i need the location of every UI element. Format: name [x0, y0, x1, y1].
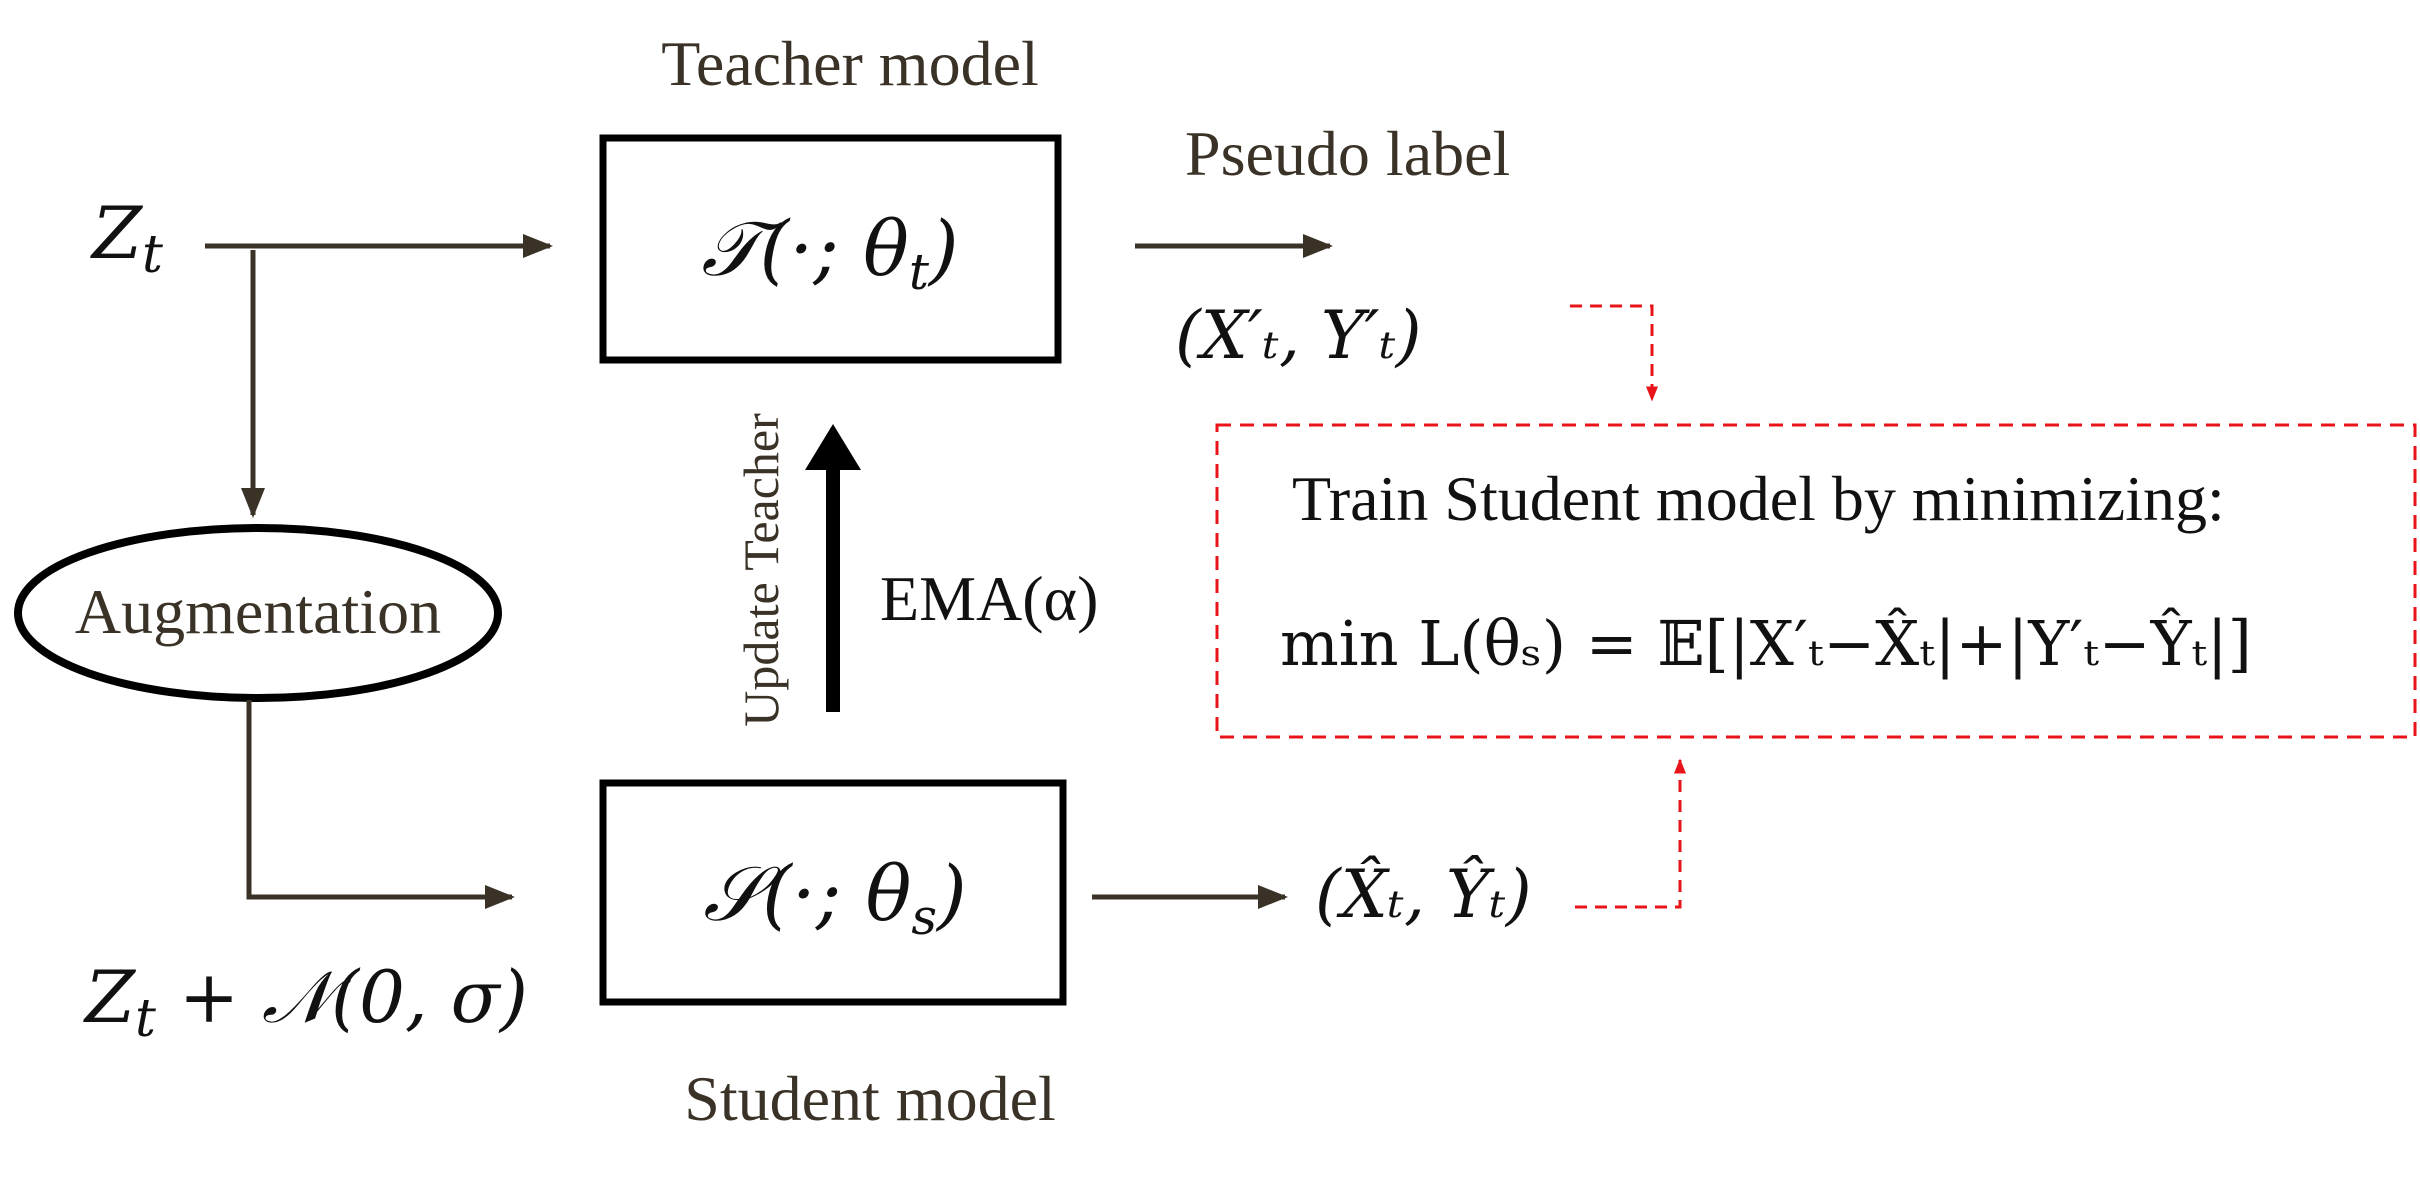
input-z-t: Zt: [90, 191, 163, 285]
dashed-student-output-to-loss: [1575, 758, 1686, 909]
student-box: [599, 779, 1067, 1006]
teacher-function: 𝒯(·; θt): [701, 204, 958, 301]
dashed-pseudo-to-loss: [1570, 304, 1658, 402]
noisy-input-label: Zt + 𝒩(0, σ): [83, 955, 528, 1049]
teacher-box: [599, 134, 1062, 364]
train-student-title: Train Student model by minimizing:: [1292, 463, 2225, 534]
student-model-label: Student model: [684, 1063, 1056, 1134]
arrow-augmentation-to-student: [246, 700, 515, 909]
loss-box: [1215, 423, 2417, 739]
student-output: (X̂ₜ, Ŷₜ): [1315, 856, 1532, 933]
ema-label: EMA(α): [880, 563, 1098, 634]
ema-update-arrowhead: [805, 424, 861, 470]
pseudo-label-title: Pseudo label: [1185, 118, 1510, 189]
augmentation-ellipse: [14, 524, 502, 702]
pseudo-output: (X′ₜ, Y′ₜ): [1175, 297, 1422, 374]
teacher-model-label: Teacher model: [661, 28, 1039, 99]
augmentation-label: Augmentation: [75, 576, 441, 647]
loss-objective: min L(θₛ) = 𝔼[|X′ₜ−X̂ₜ|+|Y′ₜ−Ŷₜ|]: [1280, 607, 2252, 680]
update-teacher-label: Update Teacher: [733, 413, 789, 727]
student-function: 𝒮(·; θs): [703, 849, 966, 946]
